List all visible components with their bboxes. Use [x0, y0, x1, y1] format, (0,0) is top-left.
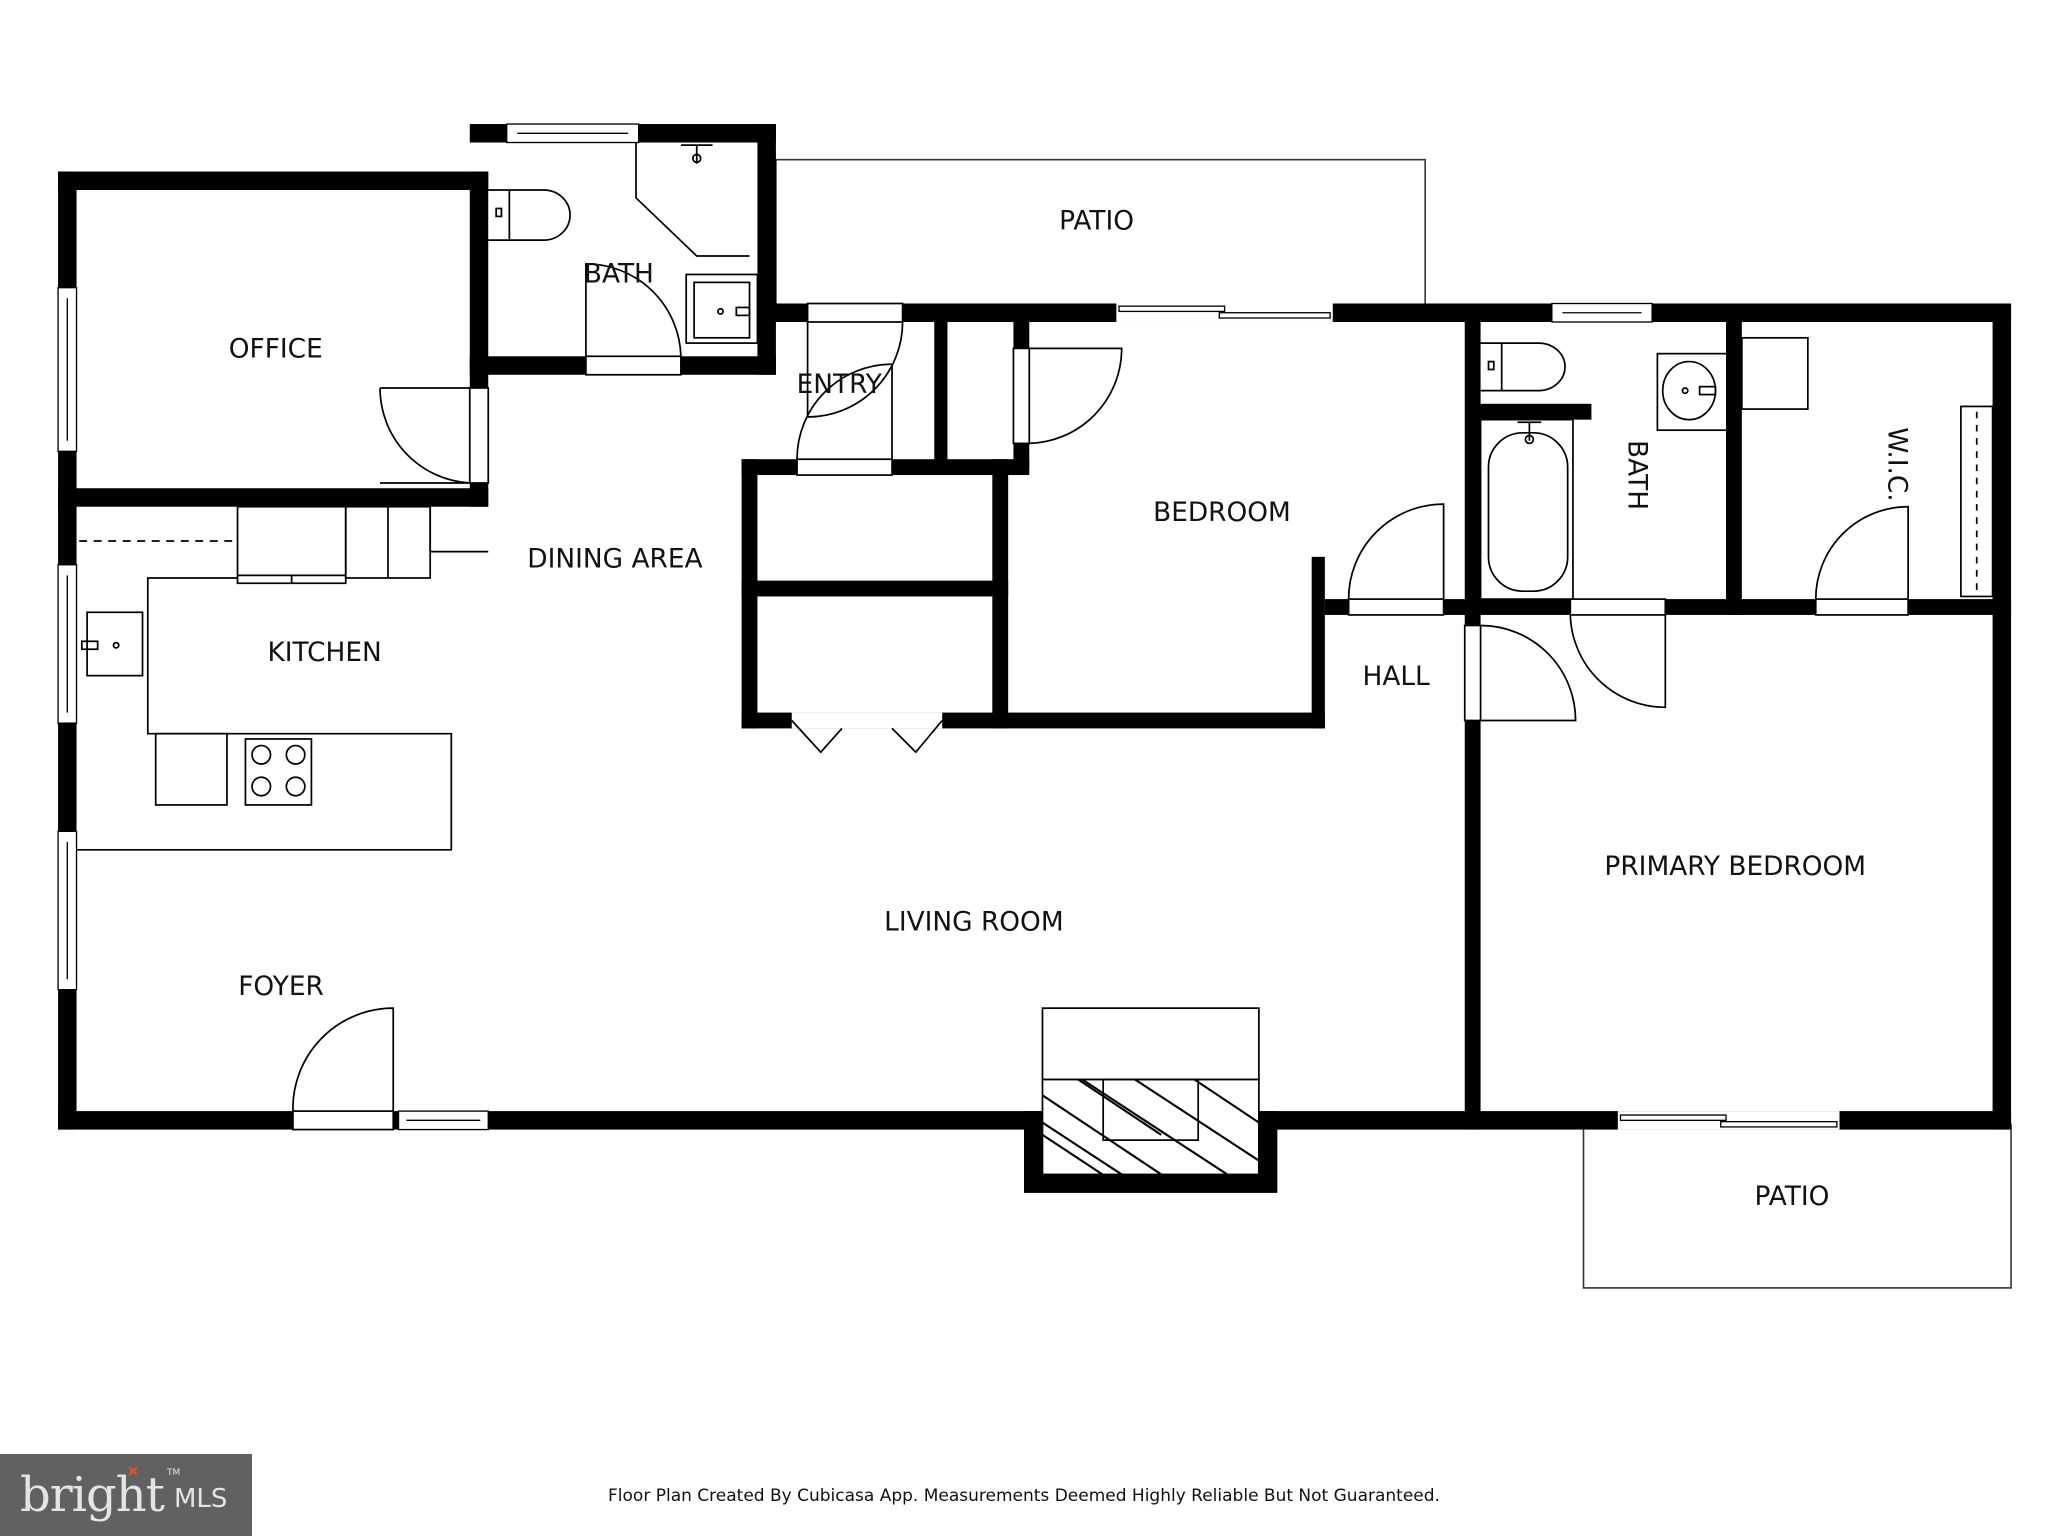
label-patio-bottom: PATIO	[1755, 1182, 1830, 1212]
label-bath-2: BATH	[1621, 440, 1651, 510]
logo-mls: MLS	[173, 1484, 228, 1514]
label-wic: W.I.C.	[1881, 427, 1911, 501]
label-kitchen: KITCHEN	[267, 638, 381, 668]
label-primary-bedroom: PRIMARY BEDROOM	[1604, 852, 1866, 882]
logo-word: bright	[20, 1467, 165, 1523]
windows	[57, 123, 1840, 1131]
room-labels: OFFICE BATH PATIO ENTRY BEDROOM BATH W.I…	[229, 207, 1912, 1212]
label-office: OFFICE	[229, 335, 323, 365]
logo-trademark: TM	[167, 1468, 181, 1478]
bright-mls-logo: bright TM MLS	[0, 1454, 252, 1536]
right-wall	[1992, 303, 2012, 1130]
label-hall: HALL	[1362, 662, 1430, 692]
fireplace	[1024, 1007, 1278, 1193]
top-wall	[770, 303, 2012, 322]
label-bath-1: BATH	[584, 259, 654, 289]
label-foyer: FOYER	[238, 972, 324, 1002]
disclaimer-text: Floor Plan Created By Cubicasa App. Meas…	[608, 1486, 1440, 1506]
label-entry: ENTRY	[797, 370, 883, 400]
fixtures	[76, 142, 1994, 851]
label-dining-area: DINING AREA	[527, 544, 702, 574]
doors	[292, 263, 1909, 1131]
label-living-room: LIVING ROOM	[884, 907, 1063, 937]
label-patio-top: PATIO	[1059, 207, 1134, 237]
label-bedroom: BEDROOM	[1153, 498, 1291, 528]
